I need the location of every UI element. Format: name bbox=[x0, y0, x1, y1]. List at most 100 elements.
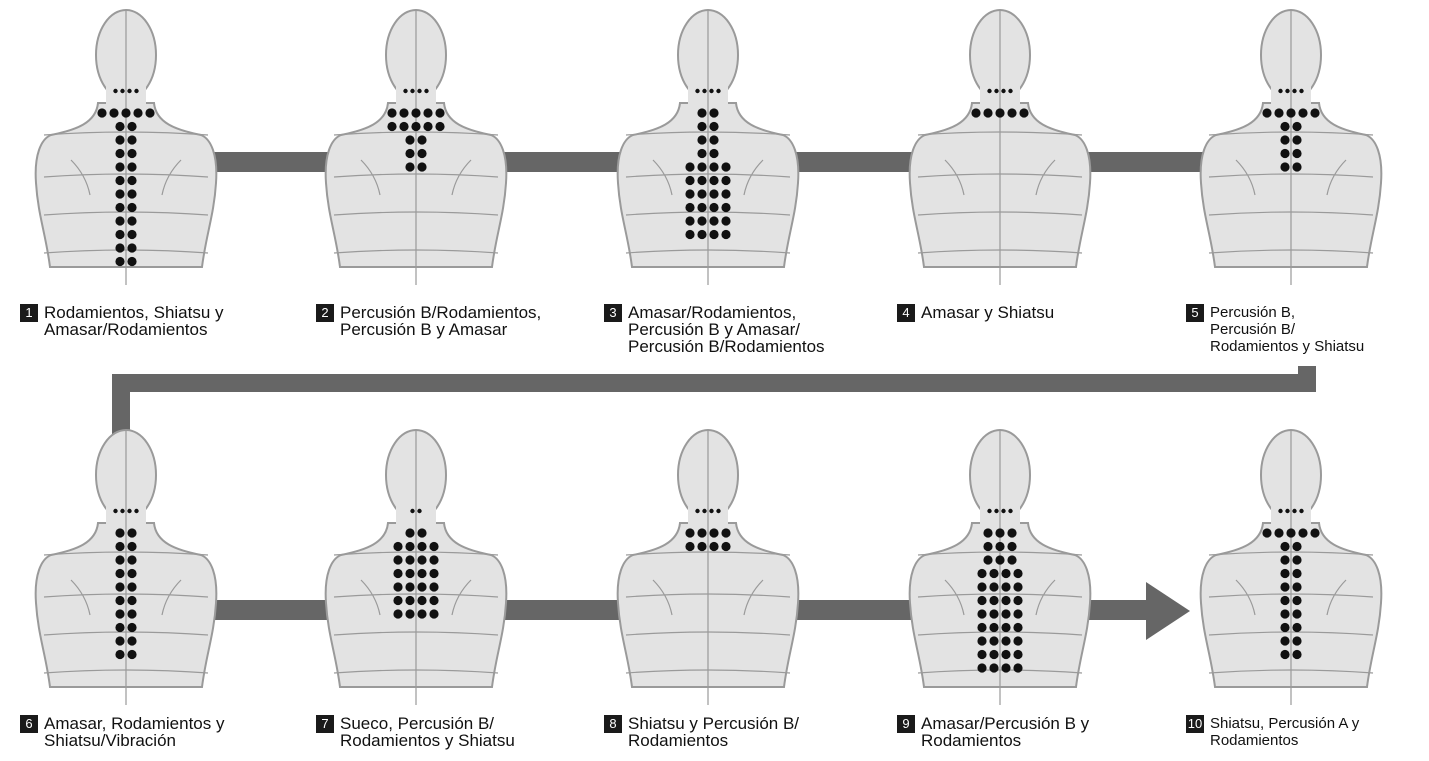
massage-point bbox=[1298, 528, 1307, 537]
caption-text: Shiatsu/Vibración bbox=[44, 732, 224, 749]
caption-text: Amasar/Rodamientos, bbox=[628, 304, 825, 321]
massage-point bbox=[697, 230, 706, 239]
massage-point bbox=[685, 528, 694, 537]
massage-point bbox=[113, 509, 117, 513]
massage-point bbox=[1008, 89, 1012, 93]
massage-point bbox=[1280, 569, 1289, 578]
massage-point bbox=[115, 230, 124, 239]
massage-point bbox=[1280, 542, 1289, 551]
massage-point bbox=[403, 89, 407, 93]
massage-point bbox=[697, 135, 706, 144]
massage-point bbox=[417, 542, 426, 551]
massage-point bbox=[127, 555, 136, 564]
massage-point bbox=[405, 528, 414, 537]
massage-point bbox=[709, 176, 718, 185]
massage-point bbox=[709, 162, 718, 171]
massage-point bbox=[121, 108, 130, 117]
caption-text: Percusión B y Amasar bbox=[340, 321, 541, 338]
massage-point bbox=[127, 230, 136, 239]
massage-point bbox=[983, 528, 992, 537]
massage-point bbox=[1292, 122, 1301, 131]
caption-text: Shiatsu y Percusión B/ bbox=[628, 715, 799, 732]
massage-point bbox=[1278, 89, 1282, 93]
massage-point bbox=[989, 636, 998, 645]
massage-point bbox=[405, 135, 414, 144]
massage-point bbox=[1001, 582, 1010, 591]
massage-point bbox=[1001, 509, 1005, 513]
caption-text: Sueco, Percusión B/ bbox=[340, 715, 515, 732]
massage-point bbox=[1292, 569, 1301, 578]
massage-point bbox=[115, 623, 124, 632]
massage-point bbox=[1280, 609, 1289, 618]
massage-point bbox=[134, 509, 138, 513]
massage-point bbox=[127, 216, 136, 225]
caption-text: Amasar y Shiatsu bbox=[921, 304, 1054, 321]
massage-point bbox=[113, 89, 117, 93]
torso-figure-9 bbox=[910, 430, 1091, 705]
massage-point bbox=[1001, 663, 1010, 672]
massage-point bbox=[127, 623, 136, 632]
massage-point bbox=[716, 509, 720, 513]
massage-point bbox=[109, 108, 118, 117]
massage-point bbox=[1292, 582, 1301, 591]
step-number-badge: 8 bbox=[604, 715, 622, 733]
massage-point bbox=[417, 528, 426, 537]
massage-point bbox=[115, 257, 124, 266]
massage-point bbox=[1280, 582, 1289, 591]
massage-point bbox=[721, 176, 730, 185]
step-caption-1: 1Rodamientos, Shiatsu yAmasar/Rodamiento… bbox=[20, 304, 224, 338]
massage-point bbox=[709, 203, 718, 212]
massage-point bbox=[1292, 650, 1301, 659]
massage-point bbox=[127, 582, 136, 591]
massage-point bbox=[127, 176, 136, 185]
massage-point bbox=[115, 582, 124, 591]
massage-point bbox=[1274, 108, 1283, 117]
massage-point bbox=[429, 596, 438, 605]
massage-point bbox=[702, 509, 706, 513]
massage-point bbox=[971, 108, 980, 117]
massage-point bbox=[709, 230, 718, 239]
torso-figure-3 bbox=[618, 10, 799, 285]
massage-point bbox=[1280, 162, 1289, 171]
massage-point bbox=[127, 569, 136, 578]
massage-point bbox=[697, 122, 706, 131]
massage-point bbox=[115, 176, 124, 185]
step-number-badge: 5 bbox=[1186, 304, 1204, 322]
massage-point bbox=[989, 609, 998, 618]
massage-point bbox=[721, 189, 730, 198]
massage-point bbox=[115, 596, 124, 605]
massage-point bbox=[115, 135, 124, 144]
massage-point bbox=[709, 108, 718, 117]
massage-point bbox=[983, 108, 992, 117]
massage-point bbox=[1007, 528, 1016, 537]
massage-point bbox=[127, 542, 136, 551]
caption-text: Amasar, Rodamientos y bbox=[44, 715, 224, 732]
massage-point bbox=[405, 162, 414, 171]
massage-point bbox=[133, 108, 142, 117]
torso-figure-6 bbox=[36, 430, 217, 705]
massage-point bbox=[127, 135, 136, 144]
massage-point bbox=[1280, 596, 1289, 605]
massage-point bbox=[989, 663, 998, 672]
caption-text: Rodamientos y Shiatsu bbox=[1210, 338, 1364, 355]
massage-point bbox=[97, 108, 106, 117]
massage-point bbox=[417, 609, 426, 618]
massage-point bbox=[435, 122, 444, 131]
massage-point bbox=[387, 122, 396, 131]
massage-point bbox=[1013, 623, 1022, 632]
massage-point bbox=[989, 596, 998, 605]
massage-point bbox=[417, 89, 421, 93]
caption-text: Percusión B/Rodamientos bbox=[628, 338, 825, 355]
massage-point bbox=[411, 122, 420, 131]
massage-point bbox=[709, 149, 718, 158]
massage-point bbox=[120, 89, 124, 93]
step-number-badge: 7 bbox=[316, 715, 334, 733]
caption-text: Rodamientos, Shiatsu y bbox=[44, 304, 224, 321]
massage-point bbox=[145, 108, 154, 117]
massage-point bbox=[721, 230, 730, 239]
step-number-badge: 9 bbox=[897, 715, 915, 733]
massage-point bbox=[1310, 528, 1319, 537]
